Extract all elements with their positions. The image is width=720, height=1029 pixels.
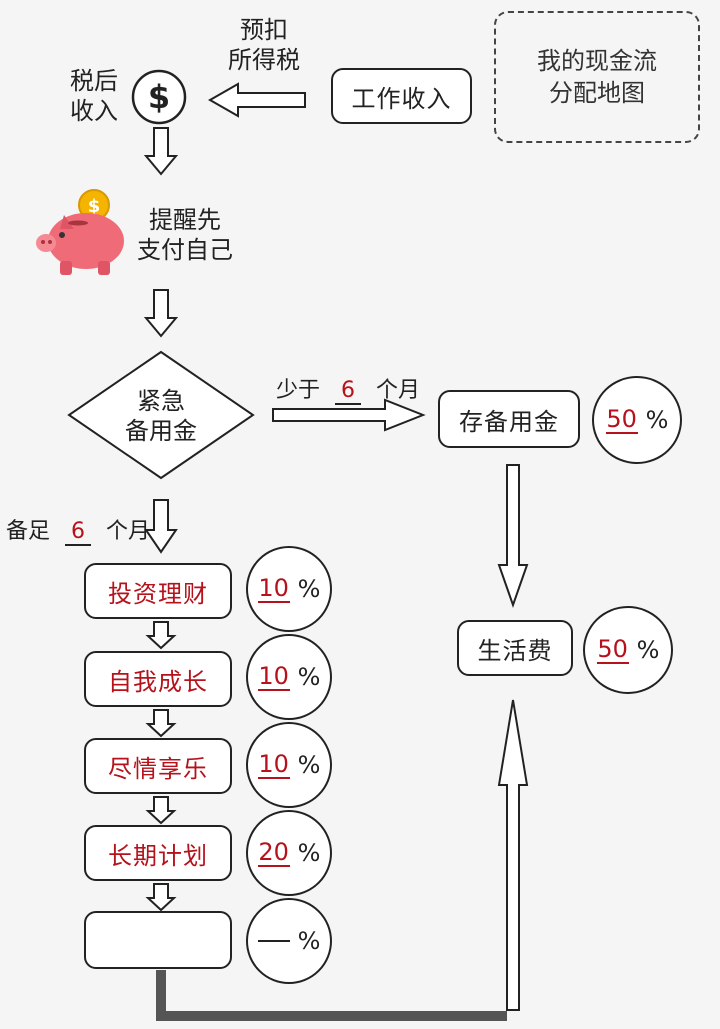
- living-percent: 50: [596, 635, 629, 664]
- less-than-prefix: 少于: [276, 378, 321, 403]
- save-fund-box: 存备用金: [438, 390, 580, 448]
- enough-condition: 备足 6 个月: [6, 513, 150, 546]
- allocation-percent-invest: 10: [257, 574, 290, 603]
- arrow-down-3: [144, 499, 178, 554]
- living-expenses-box: 生活费: [457, 620, 573, 676]
- allocation-unit-blank: %: [297, 927, 321, 955]
- piggy-bank-icon: $: [36, 189, 124, 275]
- dollar-coin-icon: $: [131, 69, 187, 125]
- svg-text:$: $: [148, 78, 170, 116]
- save-fund-percent-circle: 50 %: [592, 376, 682, 464]
- living-unit: %: [636, 636, 660, 664]
- allocation-box-enjoy: 尽情享乐: [84, 738, 232, 794]
- allocation-percent-circle-growth: 10 %: [246, 634, 332, 720]
- allocation-percent-circle-blank: %: [246, 898, 332, 984]
- allocation-percent-growth: 10: [257, 662, 290, 691]
- emergency-line1: 紧急: [137, 387, 185, 415]
- arrow-down-2: [143, 289, 179, 338]
- allocation-box-growth: 自我成长: [84, 651, 232, 707]
- allocation-unit-growth: %: [297, 663, 321, 691]
- allocation-percent-longterm: 20: [257, 838, 290, 867]
- arrow-down-small-2: [145, 709, 177, 738]
- tax-note-line1: 预扣: [240, 16, 288, 44]
- less-than-value: 6: [335, 379, 362, 405]
- pay-self-line2: 支付自己: [137, 236, 233, 264]
- arrow-down-living: [497, 464, 529, 609]
- after-tax-line2: 收入: [70, 97, 118, 125]
- living-percent-circle: 50 %: [583, 606, 673, 694]
- after-tax-line1: 税后: [70, 67, 118, 95]
- allocation-percent-circle-longterm: 20 %: [246, 810, 332, 896]
- tax-note-line2: 所得税: [228, 46, 300, 74]
- save-fund-percent: 50: [605, 405, 638, 434]
- map-title-box: 我的现金流 分配地图: [494, 11, 700, 143]
- svg-text:$: $: [88, 196, 101, 217]
- allocation-percent-circle-enjoy: 10 %: [246, 722, 332, 808]
- allocation-unit-invest: %: [297, 575, 321, 603]
- allocation-unit-longterm: %: [297, 839, 321, 867]
- arrow-down-small-1: [145, 621, 177, 650]
- less-than-condition: 少于 6 个月: [276, 372, 420, 405]
- arrow-up-living: [497, 699, 529, 1011]
- work-income-box: 工作收入: [331, 68, 472, 124]
- enough-suffix: 个月: [106, 519, 151, 544]
- allocation-box-longterm: 长期计划: [84, 825, 232, 881]
- arrow-left-tax: [207, 82, 306, 118]
- pay-self-label: 提醒先 支付自己: [134, 205, 236, 265]
- pay-self-line1: 提醒先: [149, 206, 221, 234]
- after-tax-label: 税后 收入: [60, 66, 128, 126]
- emergency-label: 紧急 备用金: [111, 386, 211, 446]
- allocation-percent-enjoy: 10: [257, 750, 290, 779]
- arrow-down-1: [143, 127, 179, 176]
- map-title-line1: 我的现金流: [537, 47, 657, 75]
- less-than-suffix: 个月: [376, 378, 421, 403]
- tax-note: 预扣 所得税: [224, 15, 304, 75]
- allocation-box-blank: [84, 911, 232, 969]
- map-title-line2: 分配地图: [549, 79, 645, 107]
- allocation-percent-blank: [257, 940, 290, 942]
- emergency-diamond: [67, 350, 255, 480]
- allocation-unit-enjoy: %: [297, 751, 321, 779]
- arrow-down-small-4: [145, 883, 177, 912]
- allocation-percent-circle-invest: 10 %: [246, 546, 332, 632]
- emergency-line2: 备用金: [125, 417, 197, 445]
- enough-prefix: 备足: [6, 519, 51, 544]
- arrow-right-less: [272, 398, 426, 432]
- allocation-box-invest: 投资理财: [84, 563, 232, 619]
- enough-value: 6: [65, 520, 92, 546]
- save-fund-unit: %: [645, 406, 669, 434]
- arrow-down-small-3: [145, 796, 177, 825]
- connector-bottom: [156, 970, 507, 1021]
